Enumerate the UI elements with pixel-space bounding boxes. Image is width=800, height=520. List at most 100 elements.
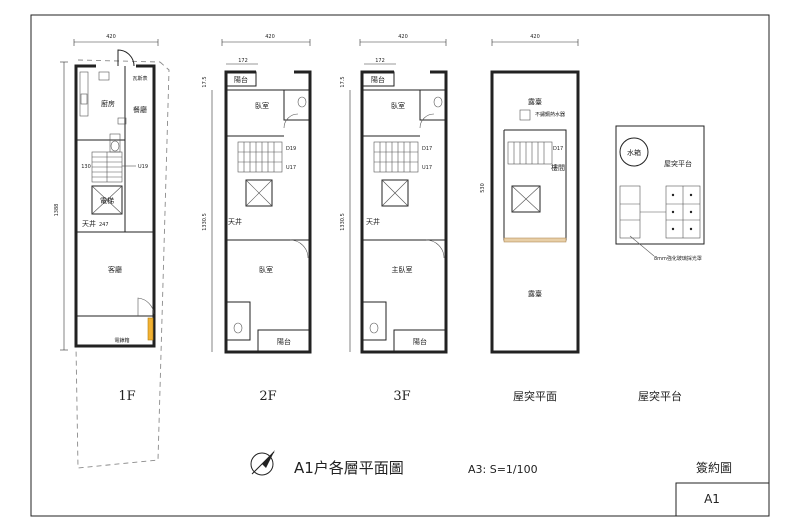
dim-3f-depth: 1330.5 xyxy=(340,213,346,231)
room-front-balcony: 陽台 xyxy=(371,75,385,84)
dim-247: 247 xyxy=(99,222,109,228)
rear-balcony xyxy=(393,329,447,353)
stair-3f xyxy=(373,141,419,173)
toilet-bowl xyxy=(110,140,120,152)
site-boundary xyxy=(77,59,161,63)
skylight-note: 8mm強化玻璃採光罩 xyxy=(654,255,702,262)
exterior-wall xyxy=(74,64,156,348)
room-light-well: 天井 xyxy=(228,217,242,226)
room-front-bedroom: 臥室 xyxy=(391,101,405,110)
stamp-label: 簽約圖 xyxy=(696,460,732,475)
stair-up-u17: U17 xyxy=(286,165,296,171)
riser-u19: U19 xyxy=(138,164,148,170)
elevator-cross xyxy=(91,185,123,215)
room-rear-bedroom: 臥室 xyxy=(259,265,273,274)
roof-threshold xyxy=(503,237,567,243)
toilet-bowl xyxy=(369,322,379,334)
door-swing xyxy=(137,297,155,316)
stair-down-d17: D17 xyxy=(553,146,563,152)
room-rear-balcony: 陽台 xyxy=(413,337,427,346)
title-block xyxy=(675,482,770,517)
site-boundary xyxy=(75,61,170,469)
elevator-cross xyxy=(511,185,541,213)
bathroom xyxy=(419,89,447,121)
room-master-bedroom: 主臥室 xyxy=(392,265,413,274)
room-front-terrace: 露臺 xyxy=(528,97,542,106)
toilet-bowl xyxy=(297,96,307,108)
bathroom xyxy=(283,89,311,121)
elevator-shaft xyxy=(381,179,409,207)
caption-roof: 屋突平面 xyxy=(513,389,557,403)
kitchen-counter xyxy=(79,71,89,117)
room-rear-balcony: 陽台 xyxy=(277,337,291,346)
room-light-well: 天井 xyxy=(82,219,96,228)
room-light-well: 天井 xyxy=(366,217,380,226)
meter-panel xyxy=(147,317,154,341)
platform-label: 屋突平台 xyxy=(664,159,692,168)
sheet-border xyxy=(30,14,770,517)
door-swing xyxy=(289,239,309,259)
front-balcony xyxy=(225,71,257,87)
leader-line xyxy=(629,235,655,257)
meter-box xyxy=(117,117,127,125)
dim-3f-172: 172 xyxy=(375,58,385,64)
plan-3f: 420 172 17.5 1330.5 陽台 臥室 D17 U17 xyxy=(340,34,448,404)
stair-down-d17: D17 xyxy=(422,146,432,152)
sink xyxy=(98,71,110,81)
water-tank-label: 水箱 xyxy=(627,148,641,157)
room-living: 客廳 xyxy=(108,265,122,274)
dim-3f-175: 17.5 xyxy=(340,76,346,87)
caption-1f: 1F xyxy=(118,389,135,404)
dim-roof-depth: 530 xyxy=(480,183,486,193)
water-tank xyxy=(619,137,649,167)
door-swing xyxy=(283,113,299,129)
room-kitchen: 廚房 xyxy=(101,99,115,108)
room-front-balcony: 陽台 xyxy=(234,75,248,84)
door-swing xyxy=(419,113,435,129)
gas-meter-label: 瓦斯表 xyxy=(132,75,147,82)
stove xyxy=(80,93,88,105)
rear-balcony xyxy=(257,329,311,353)
elevator-cross xyxy=(381,179,409,207)
meter-box-label: 電錶箱 xyxy=(114,337,129,344)
toilet-bowl xyxy=(433,96,443,108)
elevator-cross xyxy=(245,179,273,207)
skylight-grid xyxy=(619,185,701,239)
room-rear-terrace: 露臺 xyxy=(528,289,542,298)
caption-roof-platform: 屋突平台 xyxy=(638,389,682,403)
dim-130: 130 xyxy=(81,164,91,170)
elevator-shaft xyxy=(245,179,273,207)
stair-down-d19: D19 xyxy=(286,146,296,152)
plan-1f: 420 1388 廚房 餐廳 瓦斯表 xyxy=(54,34,170,469)
door-swing xyxy=(425,239,445,259)
sheet-number: A1 xyxy=(704,492,720,506)
dim-2f-depth: 1330.5 xyxy=(202,213,208,231)
dim-2f-175: 17.5 xyxy=(202,76,208,87)
plan-2f: 420 172 17.5 1330.5 陽台 臥室 D19 U17 xyxy=(202,34,312,404)
dim-roof-width: 420 xyxy=(530,34,540,40)
dim-1f-depth: 1388 xyxy=(54,204,60,217)
elevator-shaft xyxy=(91,185,123,215)
plan-roof-platform: 水箱 屋突平台 8mm強化玻璃採光罩 屋突平台 xyxy=(615,125,705,403)
room-dining: 餐廳 xyxy=(133,105,147,114)
platform-outline xyxy=(615,125,705,245)
stair-roof xyxy=(507,141,553,165)
caption-2f: 2F xyxy=(259,389,276,404)
scale-note: A3: S=1/100 xyxy=(468,463,538,476)
dim-1f-width: 420 xyxy=(106,34,116,40)
dim-2f-width: 420 xyxy=(265,34,275,40)
room-front-bedroom: 臥室 xyxy=(255,101,269,110)
plan-roof: 420 530 露臺 不鏽鋼熱水器 D17 樓間 露臺 屋突平面 xyxy=(480,34,580,403)
dim-2f-172: 172 xyxy=(238,58,248,64)
dim-3f-width: 420 xyxy=(398,34,408,40)
toilet-bowl xyxy=(233,322,243,334)
north-arrow xyxy=(250,450,275,476)
elevator-shaft xyxy=(511,185,541,213)
stair-up-u17: U17 xyxy=(422,165,432,171)
water-heater-label: 不鏽鋼熱水器 xyxy=(535,111,565,118)
front-door xyxy=(117,49,135,67)
rear-bath xyxy=(361,301,387,341)
front-balcony xyxy=(361,71,395,87)
stair-2f xyxy=(237,141,283,173)
